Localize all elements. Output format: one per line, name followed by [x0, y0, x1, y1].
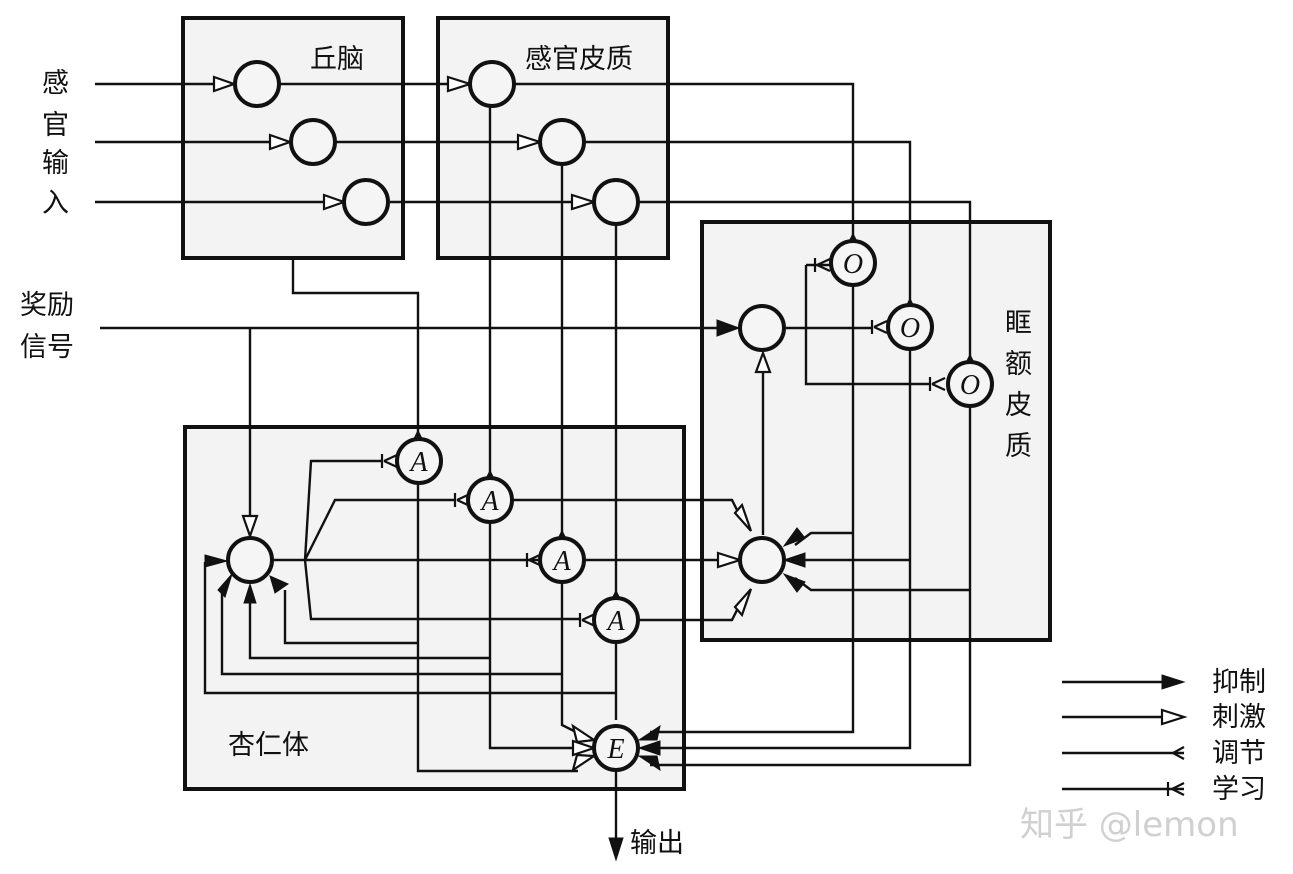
svg-text:O: O — [843, 249, 863, 280]
svg-text:A: A — [408, 447, 428, 478]
legend-item-inhibit: 抑制 — [1062, 667, 1266, 698]
svg-text:O: O — [960, 370, 980, 401]
chevron-icon — [1170, 746, 1185, 760]
svg-text:O: O — [900, 313, 920, 344]
svg-text:输: 输 — [42, 148, 69, 179]
hollow-arrow-icon — [1160, 708, 1188, 726]
filled-arrow-icon — [1161, 674, 1186, 690]
legend: 抑制 刺激 调节 学习 — [1062, 667, 1266, 805]
orbitofrontal-label: 眶 额 皮 质 — [1005, 308, 1032, 462]
amygdala-main-neuron — [226, 536, 274, 584]
output-node-e: E — [592, 724, 640, 772]
svg-text:皮: 皮 — [1005, 390, 1032, 421]
thalamus-neuron-2 — [289, 118, 337, 166]
amygdala-node-a1: A — [395, 437, 443, 485]
svg-text:刺激: 刺激 — [1212, 702, 1266, 733]
legend-item-modulate: 调节 — [1062, 738, 1266, 769]
svg-text:学习: 学习 — [1212, 774, 1266, 805]
output-label: 输出 — [630, 828, 684, 859]
legend-item-learn: 学习 — [1062, 774, 1266, 805]
svg-text:A: A — [479, 486, 499, 517]
watermark: 知乎 @lemon — [1020, 805, 1239, 845]
svg-text:额: 额 — [1005, 349, 1032, 380]
sensory-cortex-label: 感官皮质 — [525, 44, 633, 75]
sensory-cortex-neuron-3 — [592, 178, 640, 226]
ofc-node-o2: O — [886, 303, 934, 351]
svg-text:奖励: 奖励 — [20, 290, 74, 321]
thalamus-label: 丘脑 — [310, 44, 364, 75]
arrowheads — [204, 75, 806, 862]
sensory-input-label: 感 官 输 入 — [42, 68, 69, 219]
ofc-reward-neuron — [738, 304, 786, 352]
thalamus-neuron-3 — [342, 178, 390, 226]
svg-text:E: E — [606, 734, 624, 765]
svg-text:调节: 调节 — [1212, 738, 1266, 769]
ofc-inhibitory-neuron — [738, 536, 786, 584]
sensory-cortex-neuron-2 — [538, 118, 586, 166]
amygdala-node-a2: A — [466, 476, 514, 524]
bar-chevron-icon — [1166, 782, 1185, 796]
thalamus-neuron-1 — [233, 60, 281, 108]
svg-text:抑制: 抑制 — [1212, 667, 1266, 698]
svg-text:A: A — [605, 606, 625, 637]
svg-text:质: 质 — [1005, 431, 1032, 462]
svg-text:眶: 眶 — [1005, 308, 1032, 339]
svg-text:官: 官 — [42, 110, 69, 141]
legend-item-stimulate: 刺激 — [1062, 702, 1266, 733]
svg-text:感: 感 — [42, 68, 69, 99]
reward-signal-label: 奖励 信号 — [20, 290, 74, 363]
svg-text:入: 入 — [42, 188, 69, 219]
svg-text:信号: 信号 — [20, 332, 74, 363]
svg-text:A: A — [551, 546, 571, 577]
sensory-cortex-neuron-1 — [468, 60, 516, 108]
ofc-node-o1: O — [829, 239, 877, 287]
amygdala-label: 杏仁体 — [228, 730, 309, 761]
amygdala-node-a3: A — [538, 536, 586, 584]
amygdala-node-a4: A — [592, 596, 640, 644]
ofc-node-o3: O — [946, 360, 994, 408]
